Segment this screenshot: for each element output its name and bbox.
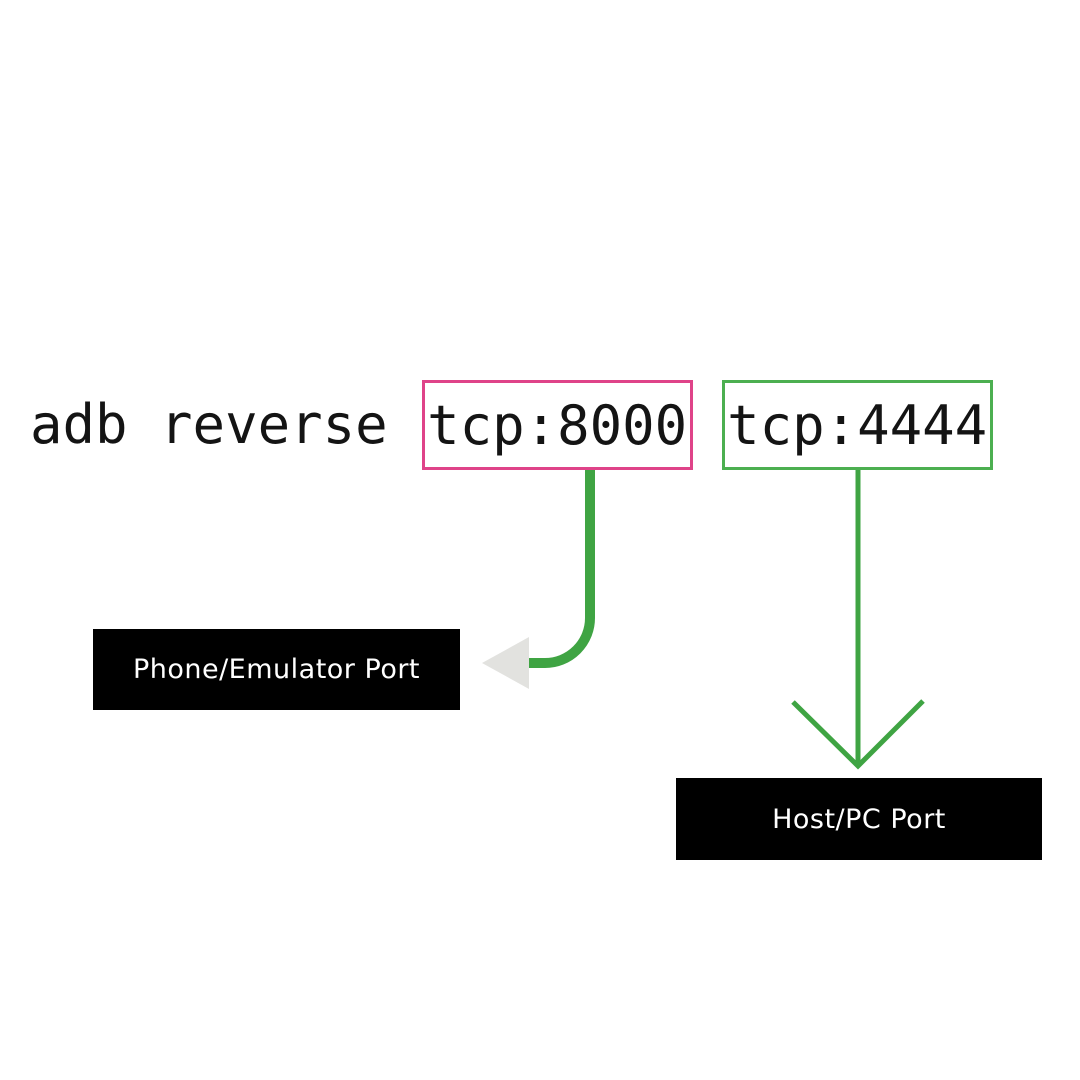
device-port-value: tcp:8000 [427, 393, 688, 457]
command-row: adb reverse tcp:8000 tcp:4444 [30, 380, 993, 470]
curved-arrow-line [529, 470, 595, 668]
host-port-box: tcp:4444 [721, 380, 993, 470]
device-port-box: tcp:8000 [421, 380, 693, 470]
phone-emulator-port-label: Phone/Emulator Port [93, 629, 460, 710]
host-port-value: tcp:4444 [727, 393, 988, 457]
curved-arrow-head-icon [482, 637, 529, 689]
host-pc-port-label: Host/PC Port [676, 778, 1042, 860]
straight-arrow-head-icon [791, 699, 925, 770]
command-prefix: adb reverse [30, 393, 388, 456]
